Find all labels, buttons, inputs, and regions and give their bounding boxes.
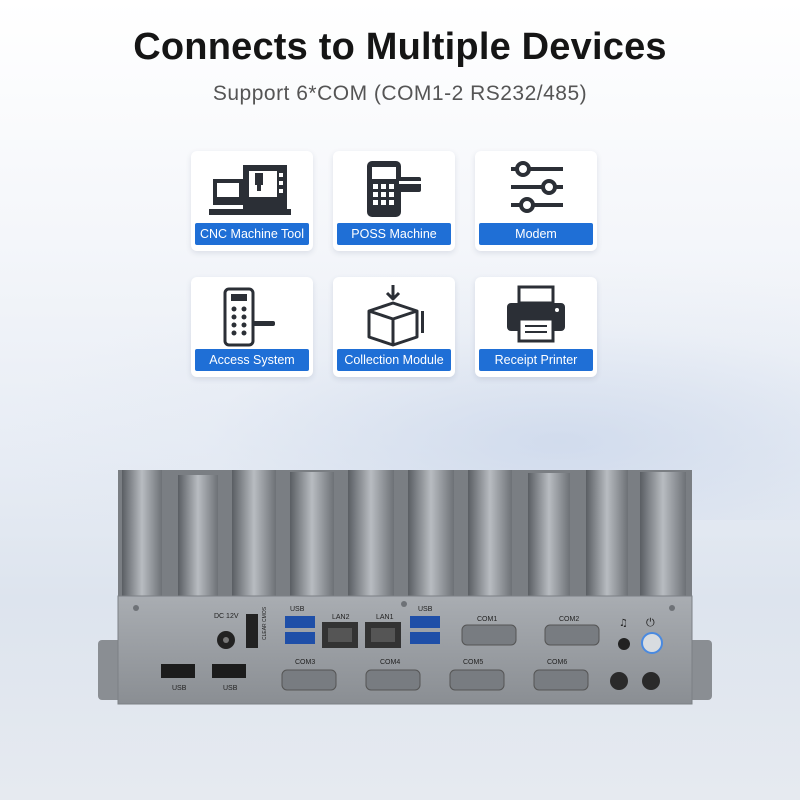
com3-port[interactable] [281,669,337,691]
screw [401,601,407,607]
com3-label: COM3 [295,659,315,666]
usb-port[interactable] [212,664,246,678]
usb-port[interactable] [285,632,315,644]
device-label: Collection Module [337,349,451,371]
headline: Connects to Multiple Devices [133,26,667,68]
hdmi-port[interactable] [246,614,258,648]
device-tile-pos: POSS Machine [333,151,455,251]
usb-port[interactable] [410,616,440,628]
com2-port[interactable] [544,624,600,646]
device-label: Access System [195,349,309,371]
power-icon: ⏻ [646,616,655,629]
usb-port[interactable] [285,616,315,628]
power-button[interactable] [641,632,663,654]
sliders-icon [511,161,563,213]
device-tile-access: Access System [191,277,313,377]
usb-port[interactable] [410,632,440,644]
usb-label: USB [172,685,187,692]
com2-label: COM2 [559,616,579,623]
com5-port[interactable] [449,669,505,691]
device-tile-printer: Receipt Printer [475,277,597,377]
device-tile-modem: Modem [475,151,597,251]
device-label: Modem [479,223,593,245]
screw [133,605,139,611]
usb-label: USB [223,685,238,692]
com1-port[interactable] [461,624,517,646]
lan2-label: LAN2 [332,614,350,621]
screw [669,605,675,611]
device-label: CNC Machine Tool [195,223,309,245]
com6-label: COM6 [547,659,567,666]
antenna-connector[interactable] [642,672,660,690]
device-label: Receipt Printer [479,349,593,371]
com4-label: COM4 [380,659,400,666]
antenna-connector[interactable] [610,672,628,690]
lan1-label: LAN1 [376,614,394,621]
subheadline: Support 6*COM (COM1-2 RS232/485) [212,82,588,105]
heatsink [118,470,692,600]
pos-terminal-icon [367,161,421,217]
microphone-headphone-icon: ♫ [619,618,628,629]
device-label: POSS Machine [337,223,451,245]
com4-port[interactable] [365,669,421,691]
usb-port[interactable] [161,664,195,678]
clear-cmos-label: CLEAR CMOS [262,606,268,640]
usb-label: USB [290,606,305,613]
com6-port[interactable] [533,669,589,691]
device-tile-collection: Collection Module [333,277,455,377]
com1-label: COM1 [477,616,497,623]
box-download-icon [367,285,424,347]
usb-label: USB [418,606,433,613]
device-tile-cnc: CNC Machine Tool [191,151,313,251]
cnc-machine-icon [209,165,291,215]
com5-label: COM5 [463,659,483,666]
keypad-lock-icon [223,287,275,347]
printer-icon [507,285,565,343]
audio-jack[interactable] [618,638,630,650]
dc-label: DC 12V [214,613,239,620]
